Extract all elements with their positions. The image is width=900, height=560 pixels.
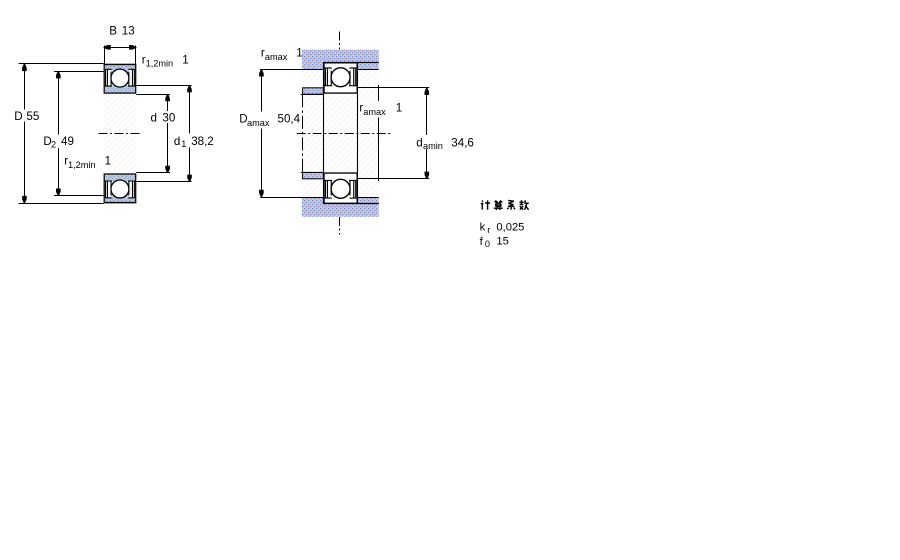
svg-text:r: r — [64, 155, 68, 168]
svg-text:55: 55 — [26, 110, 39, 123]
svg-text:D: D — [239, 113, 247, 126]
svg-text:15: 15 — [496, 236, 508, 248]
svg-text:1: 1 — [181, 139, 186, 149]
svg-text:49: 49 — [61, 135, 74, 148]
svg-text:D: D — [43, 135, 51, 148]
svg-text:amin: amin — [423, 141, 443, 151]
svg-text:1,2min: 1,2min — [68, 160, 96, 170]
svg-text:amax: amax — [363, 107, 386, 117]
svg-text:13: 13 — [122, 24, 135, 37]
svg-text:B: B — [109, 24, 117, 37]
svg-text:D: D — [14, 110, 22, 123]
svg-text:r: r — [359, 102, 363, 115]
svg-text:50,4: 50,4 — [278, 113, 301, 126]
svg-text:r: r — [487, 225, 490, 235]
svg-text:amax: amax — [247, 118, 270, 128]
svg-text:amax: amax — [265, 52, 288, 62]
svg-text:38,2: 38,2 — [191, 135, 214, 148]
svg-text:0,025: 0,025 — [496, 222, 524, 234]
svg-text:34,6: 34,6 — [451, 136, 474, 149]
svg-text:1,2min: 1,2min — [146, 59, 174, 69]
svg-text:r: r — [142, 54, 146, 67]
svg-text:1: 1 — [182, 54, 188, 67]
svg-text:30: 30 — [162, 112, 175, 125]
svg-text:1: 1 — [105, 154, 111, 167]
svg-text:k: k — [480, 221, 486, 233]
svg-text:d: d — [151, 112, 157, 125]
svg-text:1: 1 — [396, 102, 402, 115]
svg-text:d: d — [416, 136, 422, 149]
svg-text:0: 0 — [485, 239, 490, 249]
svg-text:d: d — [174, 135, 180, 148]
svg-text:1: 1 — [296, 47, 302, 60]
svg-text:r: r — [261, 47, 265, 60]
svg-text:f: f — [480, 236, 484, 248]
svg-text:2: 2 — [51, 139, 56, 149]
